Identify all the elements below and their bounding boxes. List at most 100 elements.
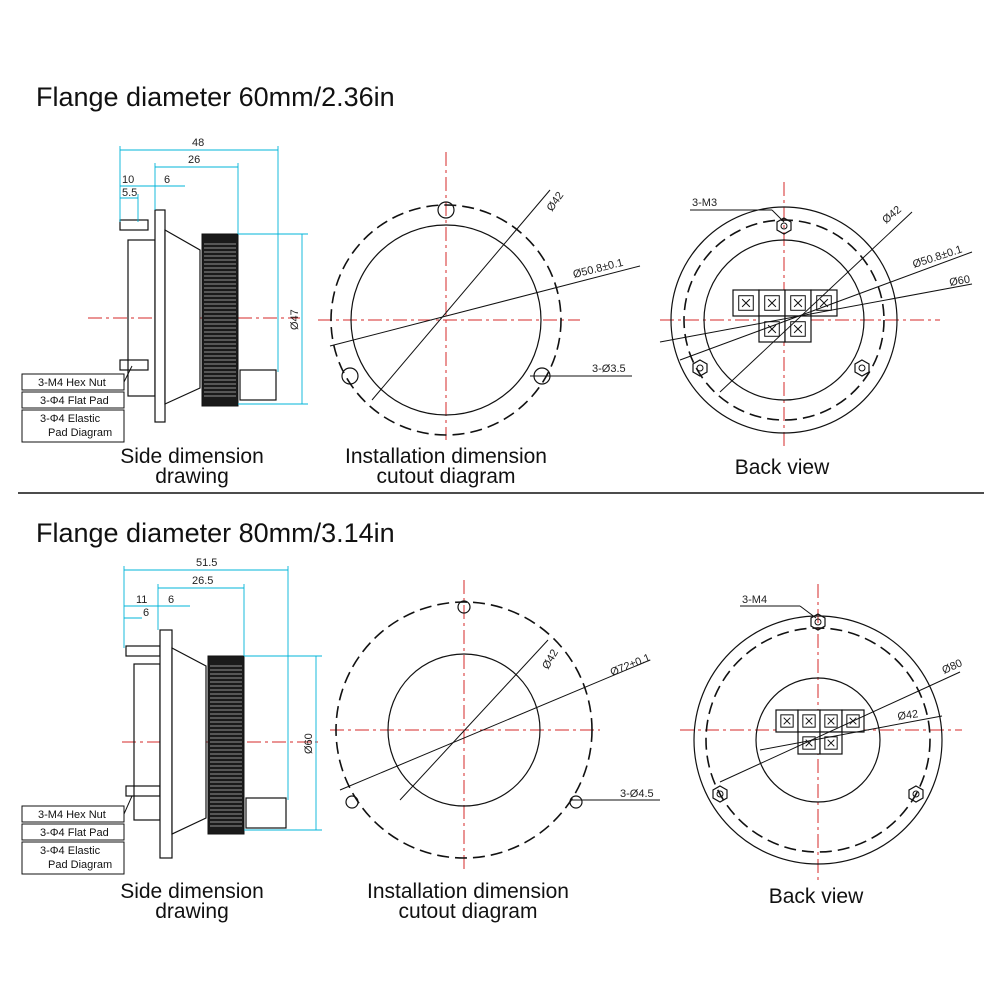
legend-elastic: 3-Φ4 Elastic — [40, 413, 101, 425]
back-view-80: 3-M4 Ø42 Ø80 Back view — [680, 584, 964, 908]
legend-hex-nut: 3-M4 Hex Nut — [38, 377, 106, 389]
dim-total: 48 — [192, 137, 204, 149]
terminal-block — [775, 709, 865, 755]
dim-body: 26 — [188, 154, 200, 166]
terminal-screw — [738, 295, 754, 311]
dim-d2: Ø80 — [940, 657, 964, 676]
mount-hole-left — [345, 795, 359, 809]
terminal-screw — [790, 295, 806, 311]
stud-top — [125, 645, 161, 657]
dim-6a: 6 — [143, 607, 149, 619]
pcd-circle — [335, 601, 593, 859]
caption-cutout-line2: cutout diagram — [399, 900, 538, 923]
terminal-screw — [816, 295, 832, 311]
flange-plate — [154, 209, 166, 423]
flange-outline — [693, 615, 943, 865]
dim-d1: Ø42 — [897, 708, 919, 723]
caption-side-line1: Side dimension — [120, 880, 264, 903]
knurl-lines — [204, 243, 236, 397]
terminal-cross — [767, 298, 777, 308]
hex-nut-left — [712, 785, 728, 803]
cutout-view-60: Ø42 Ø50.8±0.1 3-Ø3.5 Installation dimens… — [318, 152, 641, 488]
mount-hole-top — [457, 600, 471, 614]
dim-5: 5.5 — [122, 187, 137, 199]
taper — [164, 228, 201, 405]
handle — [245, 797, 287, 829]
caption-side-line2: drawing — [155, 900, 229, 923]
terminal-screw — [790, 321, 806, 337]
stud-top — [119, 219, 149, 231]
terminal-cross — [827, 717, 835, 725]
terminal-block — [732, 289, 838, 343]
caption-back: Back view — [769, 885, 864, 908]
pcd-circle — [683, 219, 885, 421]
taper — [171, 647, 207, 835]
mount-hole-left — [341, 367, 359, 385]
legend-hex-nut: 3-M4 Hex Nut — [38, 809, 106, 821]
dim-6: 6 — [164, 174, 170, 186]
body-outline — [755, 677, 881, 803]
mount-hole-top — [437, 201, 455, 219]
caption-side-line1: Side dimension — [120, 445, 264, 468]
terminal-screw — [846, 714, 860, 728]
dim-pcd: Ø72±0.1 — [609, 652, 653, 679]
part-legend: 3-M4 Hex Nut 3-Φ4 Flat Pad 3-Φ4 Elastic … — [21, 365, 133, 443]
dim-screw: 3-M3 — [692, 197, 717, 209]
hex-nut-top — [810, 613, 826, 631]
terminal-cross — [741, 298, 751, 308]
terminal-cross — [827, 739, 835, 747]
knurl-lines — [210, 665, 242, 827]
pcd-circle — [330, 204, 562, 436]
pcd-circle — [705, 627, 931, 853]
hex-nut-top — [776, 217, 792, 235]
dim-10: 10 — [122, 174, 134, 186]
terminal-cross — [783, 717, 791, 725]
hex-nut-right — [854, 359, 870, 377]
caption-cutout-line2: cutout diagram — [377, 465, 516, 488]
legend-elastic: 3-Φ4 Elastic — [40, 845, 101, 857]
terminal-screw — [764, 295, 780, 311]
terminal-screw — [802, 714, 816, 728]
cutout-circle — [350, 224, 542, 416]
caption-side-line2: drawing — [155, 465, 229, 488]
side-view-60: 48 26 10 5.5 6 Ø47 3-M4 Hex Nut 3-Φ4 Fla… — [21, 137, 308, 488]
terminal-screw — [802, 736, 816, 750]
dim-inner: Ø42 — [540, 647, 561, 671]
body-outline — [703, 239, 865, 401]
dim-6b: 6 — [168, 594, 174, 606]
stud-bottom — [125, 785, 161, 797]
caption-back: Back view — [735, 456, 830, 479]
dim-inner: Ø42 — [545, 190, 567, 214]
flange-plate — [159, 629, 173, 859]
terminal-screw — [780, 714, 794, 728]
cutout-circle — [387, 653, 541, 807]
cutout-view-80: Ø42 Ø72±0.1 3-Ø4.5 Installation dimensio… — [330, 580, 660, 923]
caption-cutout-line1: Installation dimension — [345, 445, 547, 468]
flange-outline — [670, 206, 898, 434]
legend-flat-pad: 3-Φ4 Flat Pad — [40, 827, 109, 839]
dim-total: 51.5 — [196, 557, 217, 569]
dim-holes: 3-Ø3.5 — [592, 363, 626, 375]
back-view-60: 3-M3 Ø42 Ø50.8±0.1 Ø60 Back view — [659, 182, 973, 479]
hex-nut-left — [692, 359, 708, 377]
stud-bottom — [119, 359, 149, 371]
dim-body: 26.5 — [192, 575, 213, 587]
knurled-knob — [207, 655, 245, 835]
legend-pad-diagram: Pad Diagram — [48, 859, 112, 871]
dim-height: Ø60 — [303, 733, 315, 754]
dim-d3: Ø60 — [948, 274, 971, 289]
caption-cutout-line1: Installation dimension — [367, 880, 569, 903]
dim-11: 11 — [136, 594, 147, 606]
dim-height: Ø47 — [289, 309, 301, 330]
terminal-cross — [793, 324, 803, 334]
terminal-screw — [824, 714, 838, 728]
dim-d2: Ø50.8±0.1 — [911, 244, 963, 271]
dim-holes: 3-Ø4.5 — [620, 788, 654, 800]
mount-hole-right — [569, 795, 583, 809]
section-title-80mm: Flange diameter 80mm/3.14in — [36, 518, 395, 548]
section-title-60mm: Flange diameter 60mm/2.36in — [36, 82, 395, 112]
terminal-cross — [793, 298, 803, 308]
terminal-cross — [767, 324, 777, 334]
legend-pad-diagram: Pad Diagram — [48, 427, 112, 439]
terminal-cross — [805, 717, 813, 725]
